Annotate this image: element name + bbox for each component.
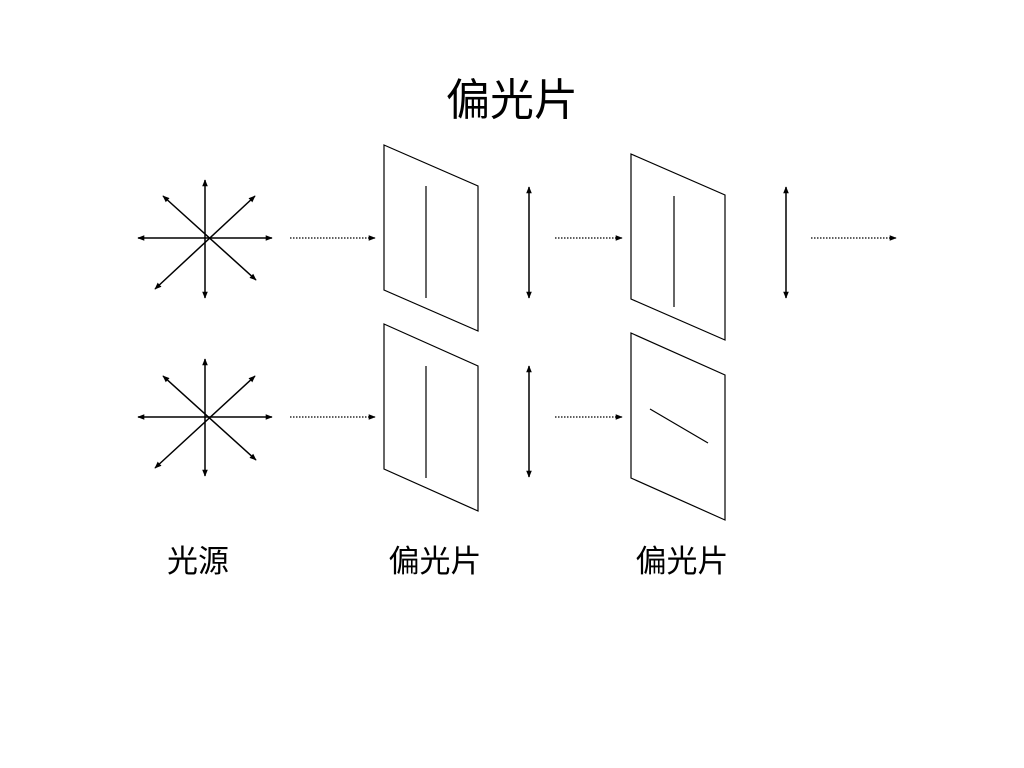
label-polarizer-1: 偏光片 bbox=[388, 544, 482, 580]
slide-title: 偏光片 bbox=[446, 75, 578, 126]
light-source-star-row2 bbox=[137, 358, 273, 477]
polarizer-axis-crossed bbox=[649, 408, 709, 444]
label-light-source: 光源 bbox=[167, 544, 229, 580]
label-polarizer-2: 偏光片 bbox=[635, 544, 729, 580]
light-source-star-row1 bbox=[137, 179, 273, 299]
polarizer-2-row1 bbox=[630, 153, 726, 341]
polarizer-2-row2 bbox=[630, 332, 726, 521]
polarizer-1-row1 bbox=[383, 144, 479, 332]
polarizer-1-row2 bbox=[383, 323, 479, 512]
